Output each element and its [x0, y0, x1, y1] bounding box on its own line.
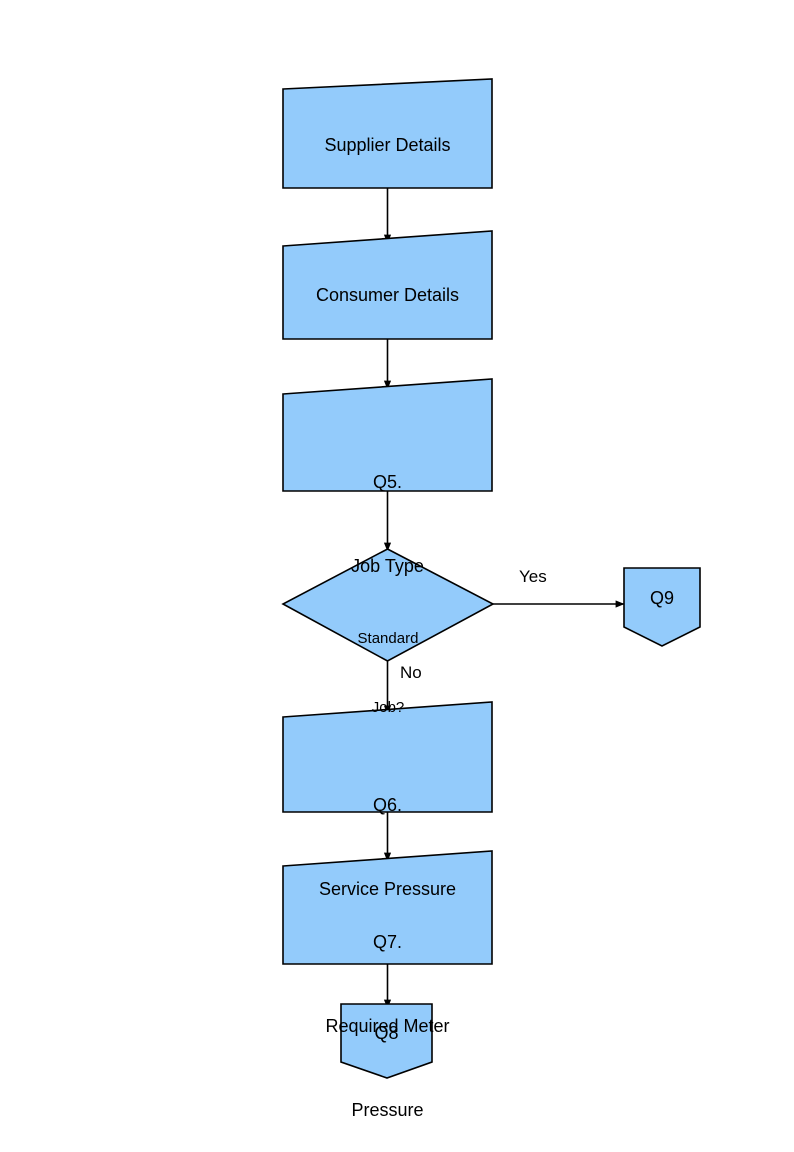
node-standard-job-decision[interactable] [281, 548, 495, 662]
edge-label-yes: Yes [519, 567, 547, 586]
edge-label-no: No [400, 663, 422, 682]
node-q5-job-type[interactable] [282, 378, 493, 492]
node-supplier-details[interactable] [282, 78, 493, 189]
node-q7-required-meter-pressure[interactable] [282, 850, 493, 965]
flowchart-canvas [281, 78, 701, 1079]
node-q8-connector[interactable] [340, 1003, 433, 1079]
node-q6-service-pressure[interactable] [282, 701, 493, 813]
node-q9-connector[interactable] [623, 567, 701, 647]
node-consumer-details[interactable] [282, 230, 493, 340]
